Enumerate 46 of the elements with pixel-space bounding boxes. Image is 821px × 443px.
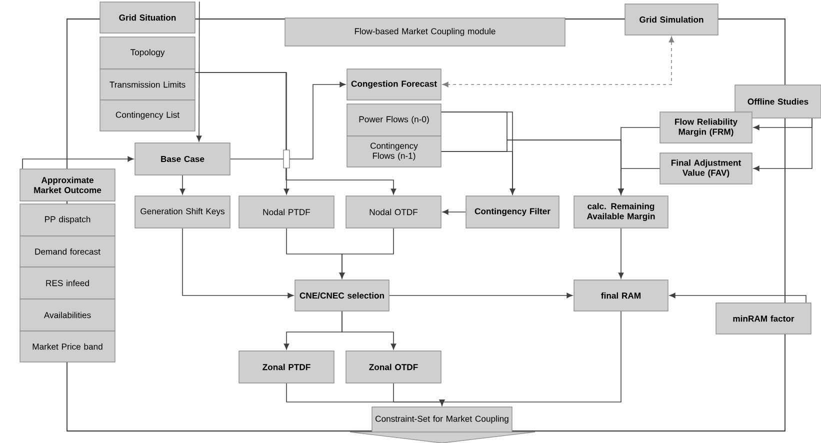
process-box: Final Adjustment Value (FAV): [660, 152, 752, 184]
title-box: Flow-based Market Coupling module: [284, 18, 566, 46]
process-box: Nodal PTDF: [238, 196, 334, 228]
process-box: Generation Shift Keys: [134, 196, 230, 228]
arrow: [753, 118, 812, 172]
process-box: Contingency List: [100, 100, 196, 132]
arrow: [442, 36, 674, 88]
arrow: [22, 156, 134, 170]
process-box: minRAM factor: [716, 302, 812, 334]
process-box: Base Case: [134, 142, 230, 176]
process-box: Flow Reliability Margin (FRM): [660, 112, 752, 144]
arrow: [196, 1, 202, 142]
process-box: PP dispatch: [20, 204, 116, 236]
process-box: Availabilities: [20, 298, 116, 332]
arrow: [439, 310, 622, 406]
arrow: [180, 174, 186, 195]
arrow: [442, 209, 466, 215]
process-box: Market Price band: [20, 330, 116, 362]
arrow: [339, 228, 394, 279]
arrow: [388, 292, 573, 298]
process-box: Grid Simulation: [624, 4, 718, 36]
process-box: Offline Studies: [734, 84, 821, 118]
process-box: Grid Situation: [100, 2, 196, 34]
process-box: CNE/CNEC selection: [294, 280, 390, 312]
process-box: Zonal OTDF: [346, 350, 442, 384]
process-box: RES infeed: [20, 266, 116, 300]
process-box: Contingency Flows (n-1): [346, 136, 442, 168]
arrow: [618, 228, 624, 279]
arrow: [342, 310, 396, 350]
process-box: Transmission Limits: [100, 68, 196, 100]
process-box: Nodal OTDF: [346, 196, 442, 228]
arrow: [669, 292, 806, 304]
process-box: Topology: [100, 36, 196, 70]
process-box: Demand forecast: [20, 236, 116, 268]
arrow: [230, 82, 346, 160]
process-box: Zonal PTDF: [238, 350, 334, 384]
process-box: Congestion Forecast: [346, 68, 442, 100]
process-box: calc. Remaining Available Margin: [574, 196, 668, 228]
arrow: [194, 72, 396, 195]
process-box: final RAM: [574, 280, 668, 312]
process-box: Approximate Market Outcome: [20, 168, 116, 202]
output-callout: Constraint-Set for Market Coupling: [350, 406, 536, 443]
process-box: Power Flows (n-0): [346, 104, 442, 136]
arrow: [618, 168, 660, 195]
process-box: Contingency Filter: [466, 196, 560, 228]
arrow: [182, 228, 294, 298]
